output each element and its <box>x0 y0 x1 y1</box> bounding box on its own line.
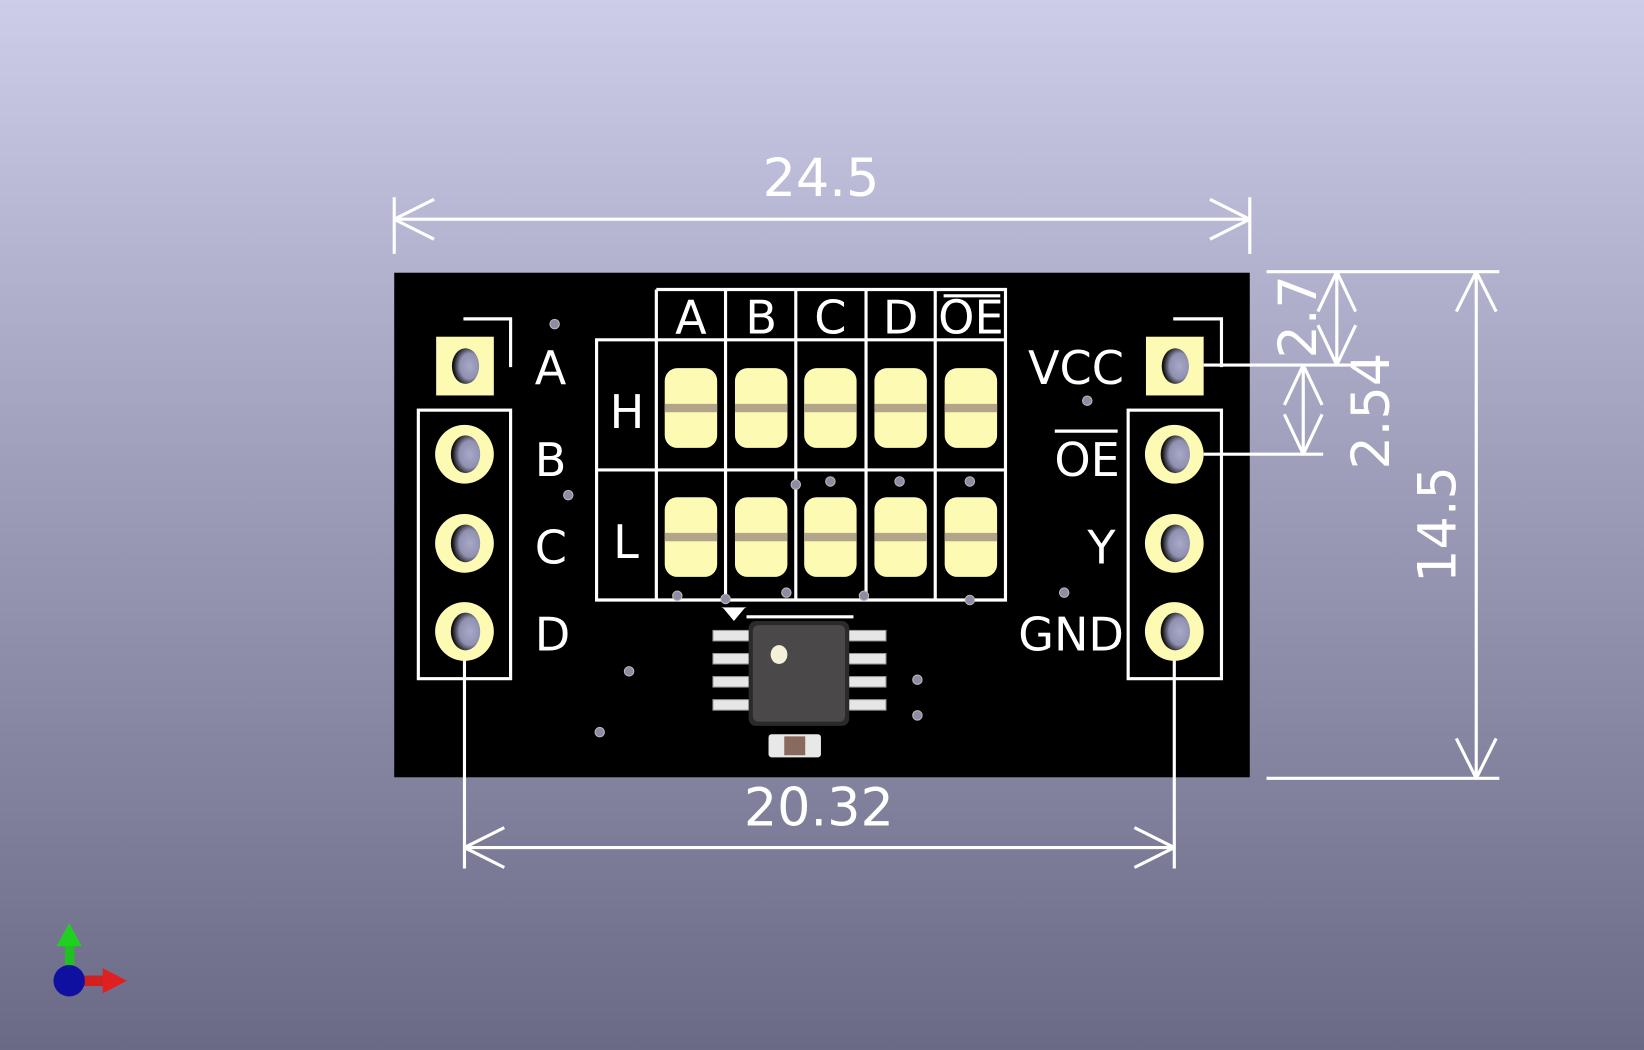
via <box>912 710 923 721</box>
dimension-board-height: 14.5 <box>1266 270 1500 780</box>
dimension-first-pin-offset: 2.7 <box>1203 271 1358 367</box>
column-label: C <box>814 291 846 345</box>
dimension-label: 24.5 <box>763 148 880 209</box>
via <box>1082 395 1093 406</box>
via <box>720 593 731 605</box>
pin-label: OE <box>1054 433 1119 487</box>
pin-label: A <box>535 341 567 395</box>
via <box>894 476 905 487</box>
dimension-board-width: 24.5 <box>392 148 1252 254</box>
via <box>825 476 836 487</box>
column-label: D <box>883 291 919 345</box>
dimension-label: 20.32 <box>744 778 894 839</box>
via <box>549 318 560 330</box>
solder-jumper-L-OE[interactable] <box>944 497 998 577</box>
solder-jumper-H-OE[interactable] <box>944 368 998 448</box>
pin-label: Y <box>1086 520 1116 574</box>
pin-label: GND <box>1018 607 1124 661</box>
solder-jumper-L-B[interactable] <box>734 497 788 577</box>
x-axis-arrow <box>69 975 107 987</box>
via <box>563 489 574 501</box>
solder-jumper-L-C[interactable] <box>804 497 857 577</box>
z-axis-marker <box>53 965 85 997</box>
solder-jumper-H-A[interactable] <box>664 368 718 448</box>
dimension-pin-pitch: 2.54 <box>1203 353 1402 470</box>
via <box>672 590 683 602</box>
via <box>594 726 605 738</box>
solder-jumper-H-B[interactable] <box>734 368 788 448</box>
row-label: H <box>610 385 645 439</box>
solder-jumper-H-D[interactable] <box>874 368 927 448</box>
y-axis-arrow <box>65 938 75 981</box>
column-label: B <box>745 291 777 345</box>
vias <box>549 318 1093 738</box>
via <box>912 674 923 685</box>
solder-jumper-table: A B C D OE H L <box>595 287 1008 602</box>
axis-gizmo <box>53 923 127 997</box>
pin-label: VCC <box>1028 341 1124 395</box>
solder-jumper-L-D[interactable] <box>874 497 927 577</box>
solder-jumper-L-A[interactable] <box>664 497 718 577</box>
via <box>1058 587 1070 598</box>
ic-msop8[interactable] <box>712 607 887 726</box>
column-label: A <box>675 291 707 345</box>
row-label: L <box>613 515 639 569</box>
solder-jumper-H-C[interactable] <box>804 368 857 448</box>
dimension-label: 14.5 <box>1407 466 1468 583</box>
smd-capacitor[interactable] <box>768 734 821 758</box>
left-pin-header[interactable]: A B C D <box>416 317 571 681</box>
pin-label: C <box>535 520 567 574</box>
dimension-pin-span: 20.32 <box>462 634 1176 869</box>
via <box>964 594 976 606</box>
pin-label: B <box>535 433 567 487</box>
via <box>623 666 635 677</box>
dimension-label: 2.54 <box>1341 353 1402 470</box>
via <box>781 587 792 598</box>
right-pin-header[interactable]: VCC OE Y GND <box>1018 317 1224 681</box>
via <box>858 590 870 602</box>
via <box>964 476 976 487</box>
column-label: OE <box>938 291 1003 345</box>
dimension-label: 2.7 <box>1268 275 1329 358</box>
pin-label: D <box>535 607 571 661</box>
via <box>790 479 802 490</box>
